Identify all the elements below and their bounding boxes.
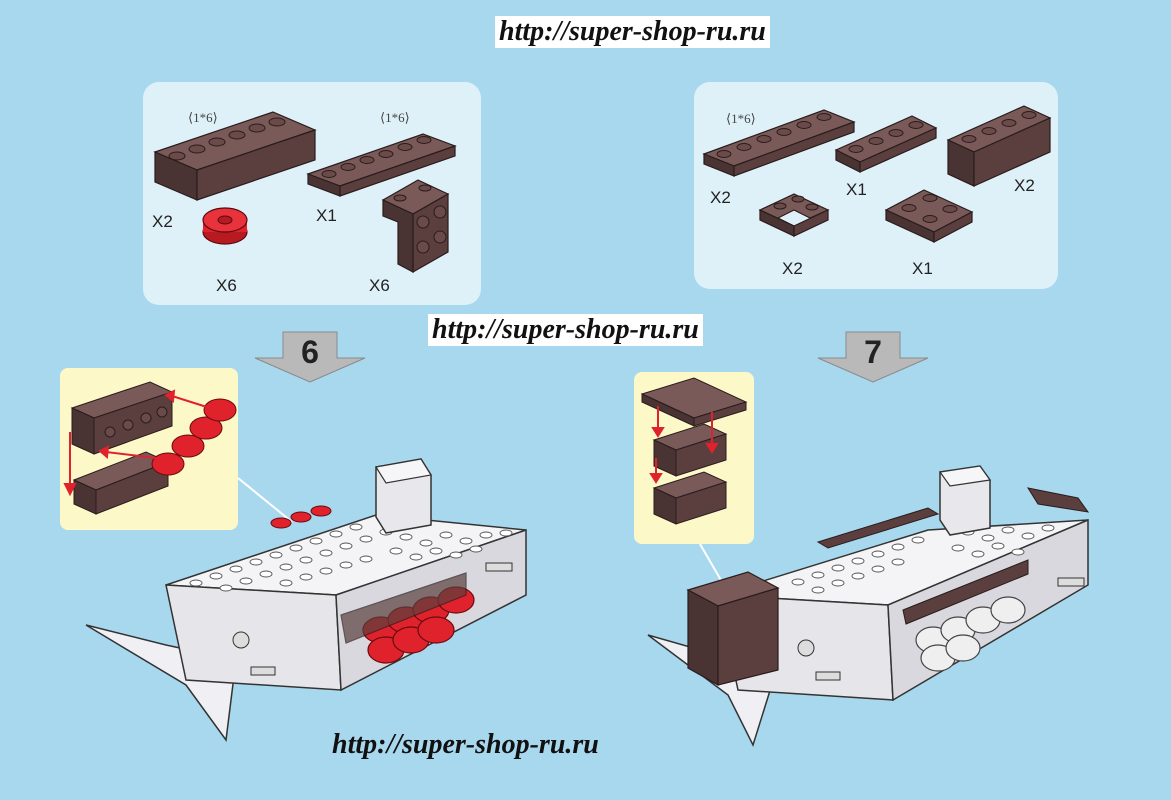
plate-1x6-icon xyxy=(702,109,856,177)
part-dimension-label: ⟨1*6⟩ xyxy=(726,111,756,126)
part-quantity-label: X1 xyxy=(846,180,867,199)
corner-plate-icon xyxy=(758,193,830,237)
assembly-model-step7 xyxy=(647,465,1090,747)
square-plate-icon xyxy=(884,189,974,243)
part-dimension-label: ⟨1*6⟩ xyxy=(188,110,218,125)
plate-1x4-icon xyxy=(834,115,938,173)
detail-illustration-right xyxy=(640,377,748,525)
part-quantity-label: X2 xyxy=(152,212,173,231)
assembly-model-step6 xyxy=(85,458,527,742)
step-number: 6 xyxy=(301,334,319,370)
part-quantity-label: X1 xyxy=(316,206,337,225)
part-dimension-label: ⟨1*6⟩ xyxy=(380,110,410,125)
parts-left-illustration xyxy=(153,111,457,274)
parts-panel-right xyxy=(694,82,1058,289)
brick-1x6-icon xyxy=(153,111,317,201)
plate-1x6-icon xyxy=(306,133,457,197)
watermark-url-middle: http://super-shop-ru.ru xyxy=(428,314,703,346)
step-number: 7 xyxy=(864,334,882,370)
bracket-icon xyxy=(381,179,450,274)
part-quantity-label: X1 xyxy=(912,259,933,278)
watermark-url-top: http://super-shop-ru.ru xyxy=(495,16,770,48)
down-arrow-icon xyxy=(817,331,929,383)
part-quantity-label: X6 xyxy=(216,276,237,295)
parts-right-illustration xyxy=(702,105,1052,243)
detail-illustration-left xyxy=(63,381,237,515)
round-plate-red-icon xyxy=(202,207,248,245)
part-quantity-label: X2 xyxy=(1014,176,1035,195)
step-indicator-6: 6 xyxy=(254,331,366,383)
step-indicator-7: 7 xyxy=(817,331,929,383)
down-arrow-icon xyxy=(254,331,366,383)
part-quantity-label: X6 xyxy=(369,276,390,295)
part-quantity-label: X2 xyxy=(710,188,731,207)
watermark-url-bottom: http://super-shop-ru.ru xyxy=(332,729,599,760)
brick-1x4-icon xyxy=(946,105,1052,187)
part-quantity-label: X2 xyxy=(782,259,803,278)
